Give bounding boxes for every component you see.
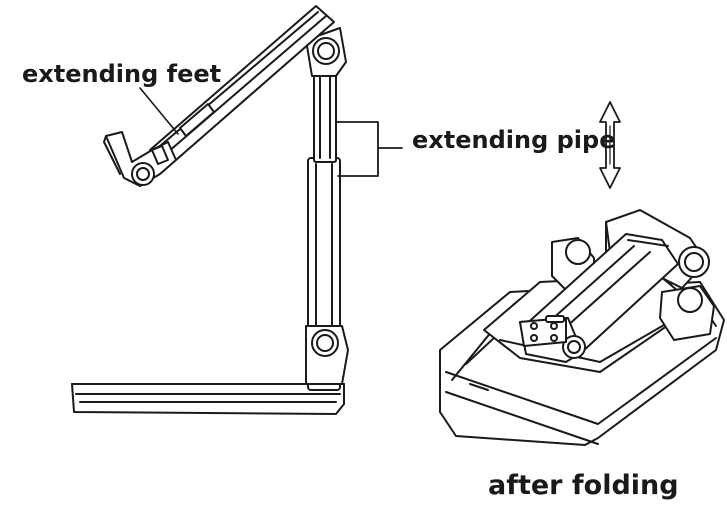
extending-pipe-label: extending pipe — [412, 126, 616, 154]
holder-feet — [103, 131, 177, 187]
top-hinge — [305, 27, 347, 77]
folded-feet-latch — [519, 315, 567, 347]
bottom-hinge — [305, 325, 349, 385]
stand-unfolded-illustration — [71, 5, 403, 415]
pipe-bracket — [335, 121, 403, 177]
feet-leader-line — [139, 87, 179, 135]
stand-folded-illustration — [439, 209, 725, 446]
after-folding-label: after folding — [488, 470, 679, 501]
extending-feet-label: extending feet — [22, 60, 222, 88]
extending-pipe — [313, 61, 337, 163]
base-plate — [71, 383, 345, 415]
double-vertical-arrow-icon — [599, 101, 621, 189]
